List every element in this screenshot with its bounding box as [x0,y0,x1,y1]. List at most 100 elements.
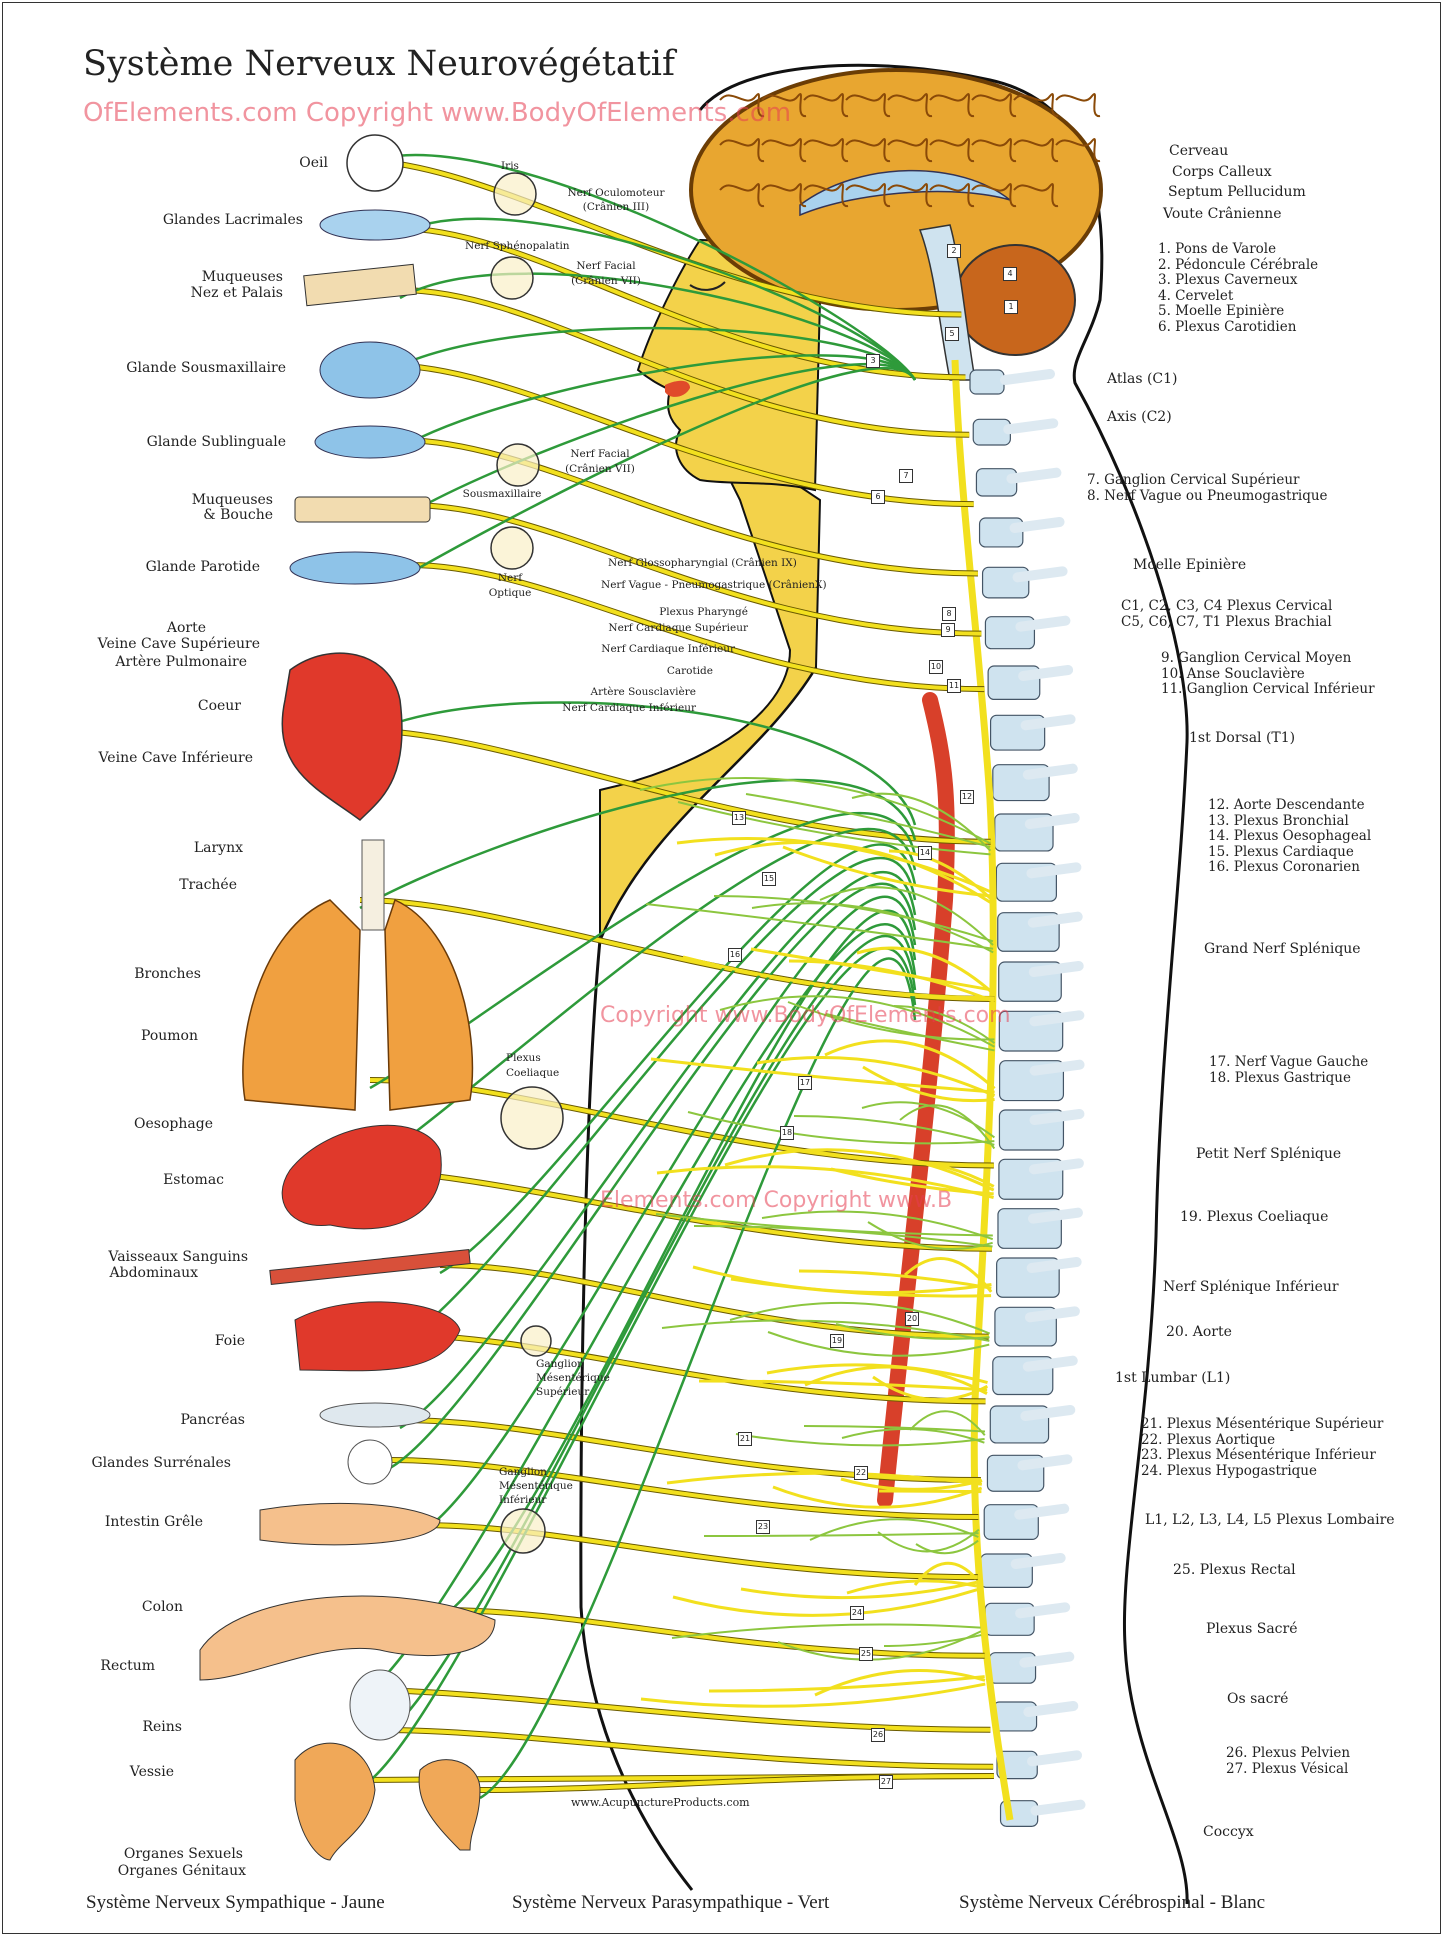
brain-gyrus [887,93,933,117]
spinal-process [1027,1750,1083,1767]
brain-gyrus [761,138,807,162]
legend-item: 9. Ganglion Cervical Moyen [1161,650,1352,666]
brain-gyrus [887,138,933,162]
spinal-process [1024,1306,1080,1323]
spinal-process [1006,467,1062,484]
sympathetic-nerve [756,1056,996,1098]
spinal-process [1023,1701,1079,1717]
label-lombaire: L1, L2, L3, L4, L5 Plexus Lombaire [1145,1512,1395,1528]
lips [665,380,690,397]
organs [199,134,496,1861]
spinal-process [1010,1553,1066,1569]
label-gmi-1: Ganglion [499,1466,547,1478]
sympathetic-nerve [409,503,982,636]
spinal-process [1022,1355,1078,1372]
small-intestine [259,1502,441,1546]
marker-18: 18 [780,1126,794,1140]
parasympathetic-nerve [677,801,991,856]
label-gmi-3: Inférieur [499,1494,547,1506]
label-vessie: Vessie [129,1764,174,1780]
label-artere-sousclaviere: Artère Sousclavière [590,686,696,698]
label-voute: Voute Crânienne [1163,206,1282,222]
label-veine-cave-inf: Veine Cave Inférieure [98,750,253,766]
label-splenique-inf: Nerf Splénique Inférieur [1163,1279,1339,1295]
legend-list-17-18: 17. Nerf Vague Gauche 18. Plexus Gastriq… [1209,1054,1369,1086]
marker-11: 11 [947,679,961,693]
label-muqueuses-bouche-1: Muqueuses [191,492,273,508]
legend-item: 7. Ganglion Cervical Supérieur [1087,472,1300,488]
parasympathetic-nerve [915,1539,979,1555]
label-oesophage: Oesophage [134,1116,213,1132]
spinal-process [1029,1010,1085,1027]
sympathetic-nerve [419,1523,978,1580]
spinal-cord [951,359,1014,1821]
spinal-process [1003,418,1059,435]
marker-7: 7 [899,469,913,483]
sympathetic-nerve [698,1379,988,1392]
label-gms-1: Ganglion [536,1358,584,1370]
label-nerf-optique-1: Nerf [497,572,523,584]
spinal-process [1015,1602,1071,1619]
watermark: Copyright www.BodyOfElements.com [600,1003,1011,1028]
label-coeur: Coeur [197,698,241,714]
label-lumbar: 1st Lumbar (L1) [1115,1370,1231,1386]
parasympathetic-nerve [439,843,917,1275]
sympathetic-nerve [772,1485,983,1509]
parasympathetic-nerve [399,272,917,381]
label-plexus-sacre: Plexus Sacré [1206,1621,1298,1637]
brain-gyrus [719,138,765,162]
marker-26: 26 [871,1728,885,1742]
label-glandes-surrenales: Glandes Surrénales [91,1455,232,1471]
legend-plexus-cervical: C1, C2, C3, C4 Plexus Cervical C5, C6, C… [1121,598,1332,630]
nasal-mucosa [303,263,417,307]
label-septum: Septum Pellucidum [1168,184,1306,200]
spinal-process [1029,1059,1085,1076]
legend-item: 11. Ganglion Cervical Inférieur [1161,681,1375,697]
sympathetic-nerve [814,1669,986,1697]
sympathetic-nerve [708,1675,985,1693]
label-organes-sexuels: Organes Sexuels [123,1846,243,1862]
brain-gyrus [845,93,891,117]
label-bronches: Bronches [134,966,201,982]
label-item-20: 20. Aorte [1166,1324,1232,1340]
label-corps-calleux: Corps Calleux [1172,164,1272,180]
legend-item: 1. Pons de Varole [1158,241,1277,257]
parasympathetic-nerve [825,1013,995,1052]
spinal-process [1027,911,1083,928]
spinal-process [1028,961,1084,977]
colon [199,1595,496,1681]
sympathetic-nerve [666,1471,983,1486]
label-nerf-optique-2: Optique [488,587,532,599]
spinal-process [1012,566,1068,583]
legend-item: 5. Moelle Epinière [1158,303,1285,319]
sympathetic-nerve [640,1682,986,1708]
spinal-process [1024,813,1080,829]
parasympathetic-nerve [883,1634,982,1647]
parasympathetic-nerve [729,1301,991,1335]
mouth-mucosa [294,496,431,523]
label-os-sacre: Os sacré [1227,1691,1289,1707]
footer-sympathique: Système Nerveux Sympathique - Jaune [86,1892,385,1913]
sympathetic-nerve [903,1257,993,1293]
parasympathetic-nerve [819,886,994,946]
sympathetic-nerve [479,1774,994,1792]
legend-item: 17. Nerf Vague Gauche [1209,1054,1369,1070]
sympathetic-nerve [878,1489,982,1494]
label-moelle: Moelle Epinière [1133,557,1247,573]
brain-gyrus [929,183,975,207]
parasympathetic-nerve [851,792,992,852]
marker-16: 16 [728,948,742,962]
parasympathetic-nerve [349,827,917,1180]
label-sousmaxillaire: Sousmaxillaire [462,488,542,500]
parasympathetic-nerve [384,326,917,381]
label-vaisseaux-2: Abdominaux [109,1265,199,1281]
liver [294,1301,461,1372]
label-gms-2: Mésentérique [536,1372,610,1384]
right-lung [384,898,474,1111]
kidney [349,1669,411,1741]
watermark: Elements.com Copyright www.B [600,1188,953,1213]
footer-parasympathique: Système Nerveux Parasympathique - Vert [512,1892,830,1913]
adrenal-gland [347,1439,393,1485]
celiac-plexus-ganglion [500,1086,564,1150]
parasympathetic-nerve [389,882,917,1470]
